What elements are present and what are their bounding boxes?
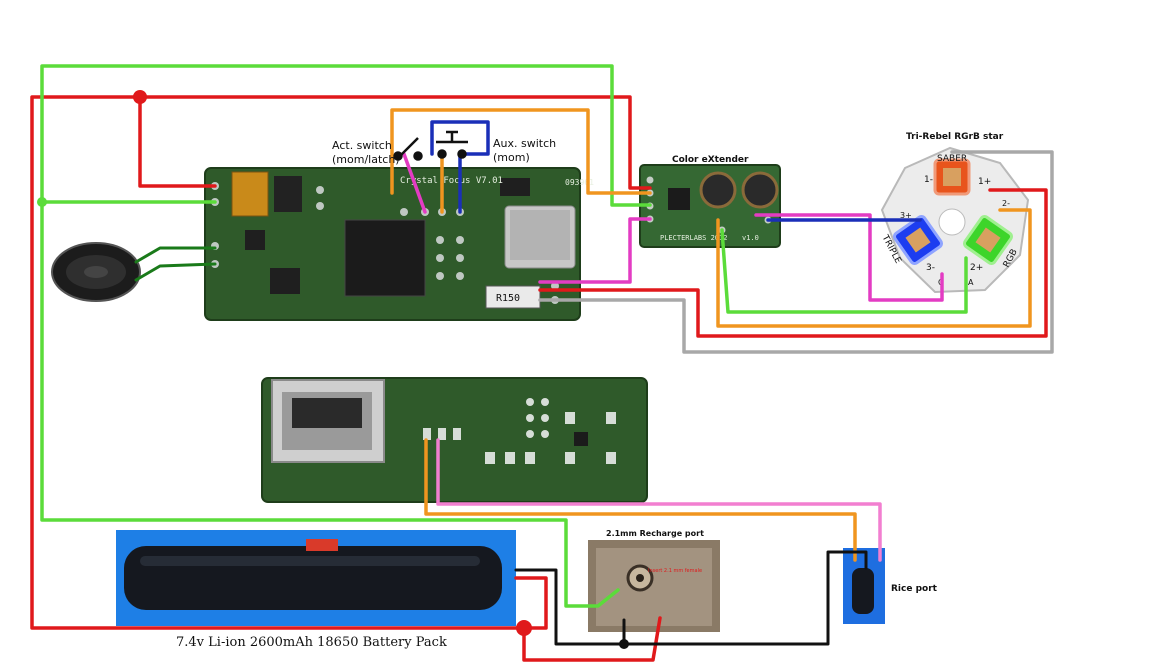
sd-card-board <box>261 377 648 503</box>
junction-dot-icon <box>133 90 147 104</box>
recharge-port: Insert 2.1 mm female <box>588 540 720 632</box>
battery-pack <box>116 530 516 626</box>
star-pad-2m: 2- <box>1002 199 1010 208</box>
black-wire-rice <box>622 550 868 646</box>
orange-wire-bottom <box>424 438 857 562</box>
recharge-note: Insert 2.1 mm female <box>648 568 702 574</box>
star-pad-3p: 3+ <box>900 211 912 220</box>
board-title-silk: Crystal Focus V7.01 <box>400 176 503 186</box>
recharge-port-label: 2.1mm Recharge port <box>606 529 704 538</box>
aux-switch-label: Aux. switch <box>493 137 556 150</box>
pushbutton-icon <box>436 130 468 159</box>
act-switch-label: Act. switch <box>332 139 392 152</box>
resistor-label: R150 <box>496 293 520 304</box>
star-pad-3m: 3- <box>926 263 935 273</box>
junction-dot-icon <box>516 620 532 636</box>
battery-label: 7.4v Li-ion 2600mAh 18650 Battery Pack <box>176 635 447 650</box>
speaker-wire-1 <box>134 246 217 264</box>
color-extender-board: PLECTERLABS 2012 v1.0 <box>639 164 781 248</box>
blue-wire-aux <box>430 120 490 214</box>
red-wire-left <box>30 95 526 630</box>
extender-maker-silk: PLECTERLABS 2012 <box>660 234 727 242</box>
board-id-silk: 093961 <box>565 178 594 187</box>
star-pad-1m: 1- <box>924 175 933 185</box>
green-wire-star <box>720 228 968 314</box>
pink-wire-bottom <box>436 438 882 562</box>
green-wire-bottom <box>40 200 620 608</box>
color-extender-label: Color eXtender <box>672 155 749 165</box>
green-wire-top <box>40 64 652 207</box>
magenta-wire-star <box>754 213 944 302</box>
speaker-icon <box>51 242 141 302</box>
red-wire-star <box>538 188 1048 338</box>
magenta-wire-extender <box>538 217 652 284</box>
extender-version-silk: v1.0 <box>742 234 759 242</box>
aux-switch-sublabel: (mom) <box>493 151 530 164</box>
red-wire-main <box>138 95 652 190</box>
magenta-wire-act <box>402 152 427 214</box>
star-pad-1p: 1+ <box>978 177 991 187</box>
tri-rebel-star: SABER TRIPLE RGB 1+ 1- 3+ 3- 2+ 2- C A <box>879 146 1030 294</box>
switch-icon <box>393 137 423 161</box>
black-wire-battery <box>514 568 626 646</box>
speaker-wire-2 <box>134 262 217 282</box>
junction-dot-icon <box>619 639 629 649</box>
gray-wire-star <box>538 150 1054 354</box>
wires <box>30 64 1054 662</box>
rice-port <box>843 548 885 624</box>
soundboard: Crystal Focus V7.01 093961 R150 <box>204 167 594 321</box>
star-label: Tri-Rebel RGrB star <box>906 132 1004 142</box>
star-pad-a: A <box>968 278 974 287</box>
star-pad-2p: 2+ <box>970 263 983 273</box>
orange-wire-top <box>390 108 652 195</box>
orange-wire-star <box>716 208 1032 328</box>
junction-dot-icon <box>37 197 47 207</box>
rice-port-label: Rice port <box>891 584 938 594</box>
act-switch-sublabel: (mom/latch) <box>332 153 400 166</box>
star-saber-label: SABER <box>937 154 967 164</box>
